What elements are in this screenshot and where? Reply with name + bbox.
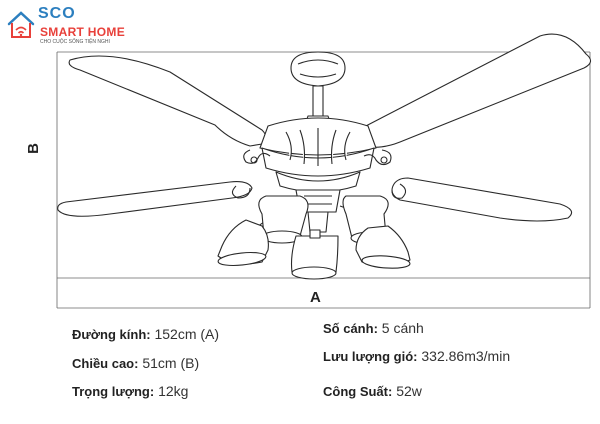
spec-label: Lưu lượng gió: — [323, 349, 418, 364]
spec-value: 5 cánh — [381, 320, 424, 336]
fan-blade-right-lower — [391, 177, 573, 222]
spec-value: 332.86m3/min — [421, 348, 511, 364]
spec-label: Công Suất: — [323, 384, 393, 399]
spec-blade-count: Số cánh: 5 cánh — [323, 320, 424, 336]
ceiling-fan-diagram — [56, 33, 592, 309]
spec-label: Trọng lượng: — [72, 384, 155, 399]
fan-ornament-scrolls — [231, 149, 407, 199]
spec-label: Chiều cao: — [72, 356, 139, 371]
spec-value: 152cm (A) — [154, 326, 220, 342]
lamp-shade-front-right — [355, 225, 411, 269]
house-wifi-icon — [7, 11, 35, 38]
spec-label: Đường kính: — [72, 327, 151, 342]
spec-diameter: Đường kính: 152cm (A) — [72, 326, 219, 342]
spec-airflow: Lưu lượng gió: 332.86m3/min — [323, 348, 510, 364]
brand-line2: SMART HOME — [40, 25, 125, 39]
fan-blade-left-upper — [68, 55, 267, 147]
fan-blade-right-upper — [357, 33, 592, 148]
spec-height: Chiều cao: 51cm (B) — [72, 355, 199, 371]
spec-value: 51cm (B) — [142, 355, 200, 371]
fan-motor-housing — [259, 117, 377, 193]
spec-label: Số cánh: — [323, 321, 378, 336]
brand-tagline: CHO CUỘC SỐNG TIỆN NGHI — [40, 39, 110, 45]
fan-blade-left-lower — [57, 181, 253, 217]
spec-value: 12kg — [158, 383, 189, 399]
spec-power: Công Suất: 52w — [323, 383, 422, 399]
brand-line1: SCO — [38, 5, 76, 22]
lamp-shade-center — [290, 229, 339, 280]
spec-weight: Trọng lượng: 12kg — [72, 383, 188, 399]
dimension-label-a: A — [310, 289, 321, 306]
fan-canopy — [290, 51, 346, 123]
spec-value: 52w — [396, 383, 422, 399]
dimension-label-b: B — [24, 143, 42, 154]
brand-logo: SCO SMART HOME CHO CUỘC SỐNG TIỆN NGHI — [4, 2, 154, 48]
lamp-shade-front-left — [217, 219, 269, 267]
